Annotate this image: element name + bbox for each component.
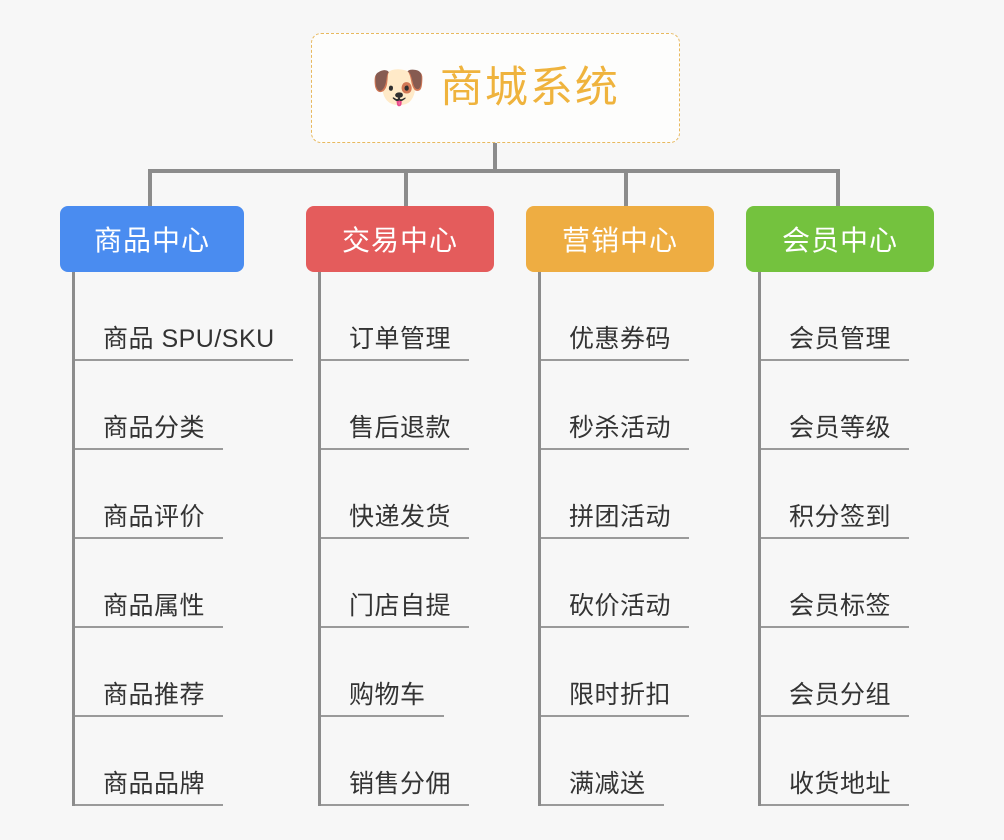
leaf-label: 优惠券码 xyxy=(569,324,672,353)
connector-drop-1 xyxy=(148,169,152,206)
leaf-label: 限时折扣 xyxy=(569,680,672,709)
list-item[interactable]: 会员标签 xyxy=(758,539,934,628)
list-item[interactable]: 收货地址 xyxy=(758,717,934,806)
list-item[interactable]: 售后退款 xyxy=(318,361,494,450)
leaf-label: 商品品牌 xyxy=(103,769,206,798)
leaf-label: 收货地址 xyxy=(789,769,892,798)
list-item[interactable]: 购物车 xyxy=(318,628,494,717)
leaf-label: 商品分类 xyxy=(103,413,206,442)
leaf-label: 积分签到 xyxy=(789,502,892,531)
list-item[interactable]: 门店自提 xyxy=(318,539,494,628)
connector-drop-3 xyxy=(624,169,628,206)
leaf-label: 商品推荐 xyxy=(103,680,206,709)
leaf-label: 秒杀活动 xyxy=(569,413,672,442)
category-header-1[interactable]: 商品中心 xyxy=(60,206,244,272)
list-item[interactable]: 会员分组 xyxy=(758,628,934,717)
root-title: 商城系统 xyxy=(439,63,620,112)
connector-drop-2 xyxy=(404,169,408,206)
connector-trunk-2 xyxy=(318,272,321,806)
leaf-label: 订单管理 xyxy=(349,324,452,353)
list-item[interactable]: 快递发货 xyxy=(318,450,494,539)
list-item[interactable]: 优惠券码 xyxy=(538,272,714,361)
leaf-label: 商品评价 xyxy=(103,502,206,531)
connector-trunk-1 xyxy=(72,272,75,806)
leaf-list-4: 会员管理 会员等级 积分签到 会员标签 会员分组 收货地址 xyxy=(758,272,934,806)
category-column-1: 商品中心 商品 SPU/SKU 商品分类 商品评价 商品属性 商品推荐 商品品牌 xyxy=(60,206,293,806)
leaf-label: 会员分组 xyxy=(789,680,892,709)
category-header-4[interactable]: 会员中心 xyxy=(746,206,934,272)
category-column-4: 会员中心 会员管理 会员等级 积分签到 会员标签 会员分组 收货地址 xyxy=(746,206,934,806)
leaf-label: 会员等级 xyxy=(789,413,892,442)
connector-trunk-4 xyxy=(758,272,761,806)
root-node[interactable]: 🐶 商城系统 xyxy=(311,33,680,143)
list-item[interactable]: 商品推荐 xyxy=(72,628,244,717)
leaf-label: 会员管理 xyxy=(789,324,892,353)
leaf-label: 商品 SPU/SKU xyxy=(103,324,275,353)
list-item[interactable]: 商品品牌 xyxy=(72,717,244,806)
leaf-list-2: 订单管理 售后退款 快递发货 门店自提 购物车 销售分佣 xyxy=(318,272,494,806)
leaf-label: 售后退款 xyxy=(349,413,452,442)
list-item[interactable]: 商品 SPU/SKU xyxy=(72,272,293,361)
connector-horizontal-bus xyxy=(150,169,838,173)
leaf-label: 快递发货 xyxy=(349,502,452,531)
leaf-label: 购物车 xyxy=(349,680,426,709)
list-item[interactable]: 销售分佣 xyxy=(318,717,494,806)
connector-drop-4 xyxy=(836,169,840,206)
leaf-label: 砍价活动 xyxy=(569,591,672,620)
list-item[interactable]: 限时折扣 xyxy=(538,628,714,717)
category-column-2: 交易中心 订单管理 售后退款 快递发货 门店自提 购物车 销售分佣 xyxy=(306,206,494,806)
list-item[interactable]: 满减送 xyxy=(538,717,714,806)
leaf-label: 商品属性 xyxy=(103,591,206,620)
leaf-label: 满减送 xyxy=(569,769,646,798)
leaf-label: 销售分佣 xyxy=(349,769,452,798)
category-header-2[interactable]: 交易中心 xyxy=(306,206,494,272)
list-item[interactable]: 商品分类 xyxy=(72,361,244,450)
list-item[interactable]: 商品属性 xyxy=(72,539,244,628)
list-item[interactable]: 拼团活动 xyxy=(538,450,714,539)
leaf-label: 会员标签 xyxy=(789,591,892,620)
list-item[interactable]: 积分签到 xyxy=(758,450,934,539)
list-item[interactable]: 订单管理 xyxy=(318,272,494,361)
leaf-label: 门店自提 xyxy=(349,591,452,620)
category-header-3[interactable]: 营销中心 xyxy=(526,206,714,272)
list-item[interactable]: 砍价活动 xyxy=(538,539,714,628)
list-item[interactable]: 秒杀活动 xyxy=(538,361,714,450)
connector-root-stem xyxy=(493,143,497,171)
list-item[interactable]: 会员管理 xyxy=(758,272,934,361)
leaf-label: 拼团活动 xyxy=(569,502,672,531)
shiba-dog-face-icon: 🐶 xyxy=(371,63,426,112)
leaf-list-3: 优惠券码 秒杀活动 拼团活动 砍价活动 限时折扣 满减送 xyxy=(538,272,714,806)
list-item[interactable]: 商品评价 xyxy=(72,450,244,539)
connector-trunk-3 xyxy=(538,272,541,806)
category-column-3: 营销中心 优惠券码 秒杀活动 拼团活动 砍价活动 限时折扣 满减送 xyxy=(526,206,714,806)
leaf-list-1: 商品 SPU/SKU 商品分类 商品评价 商品属性 商品推荐 商品品牌 xyxy=(72,272,293,806)
list-item[interactable]: 会员等级 xyxy=(758,361,934,450)
